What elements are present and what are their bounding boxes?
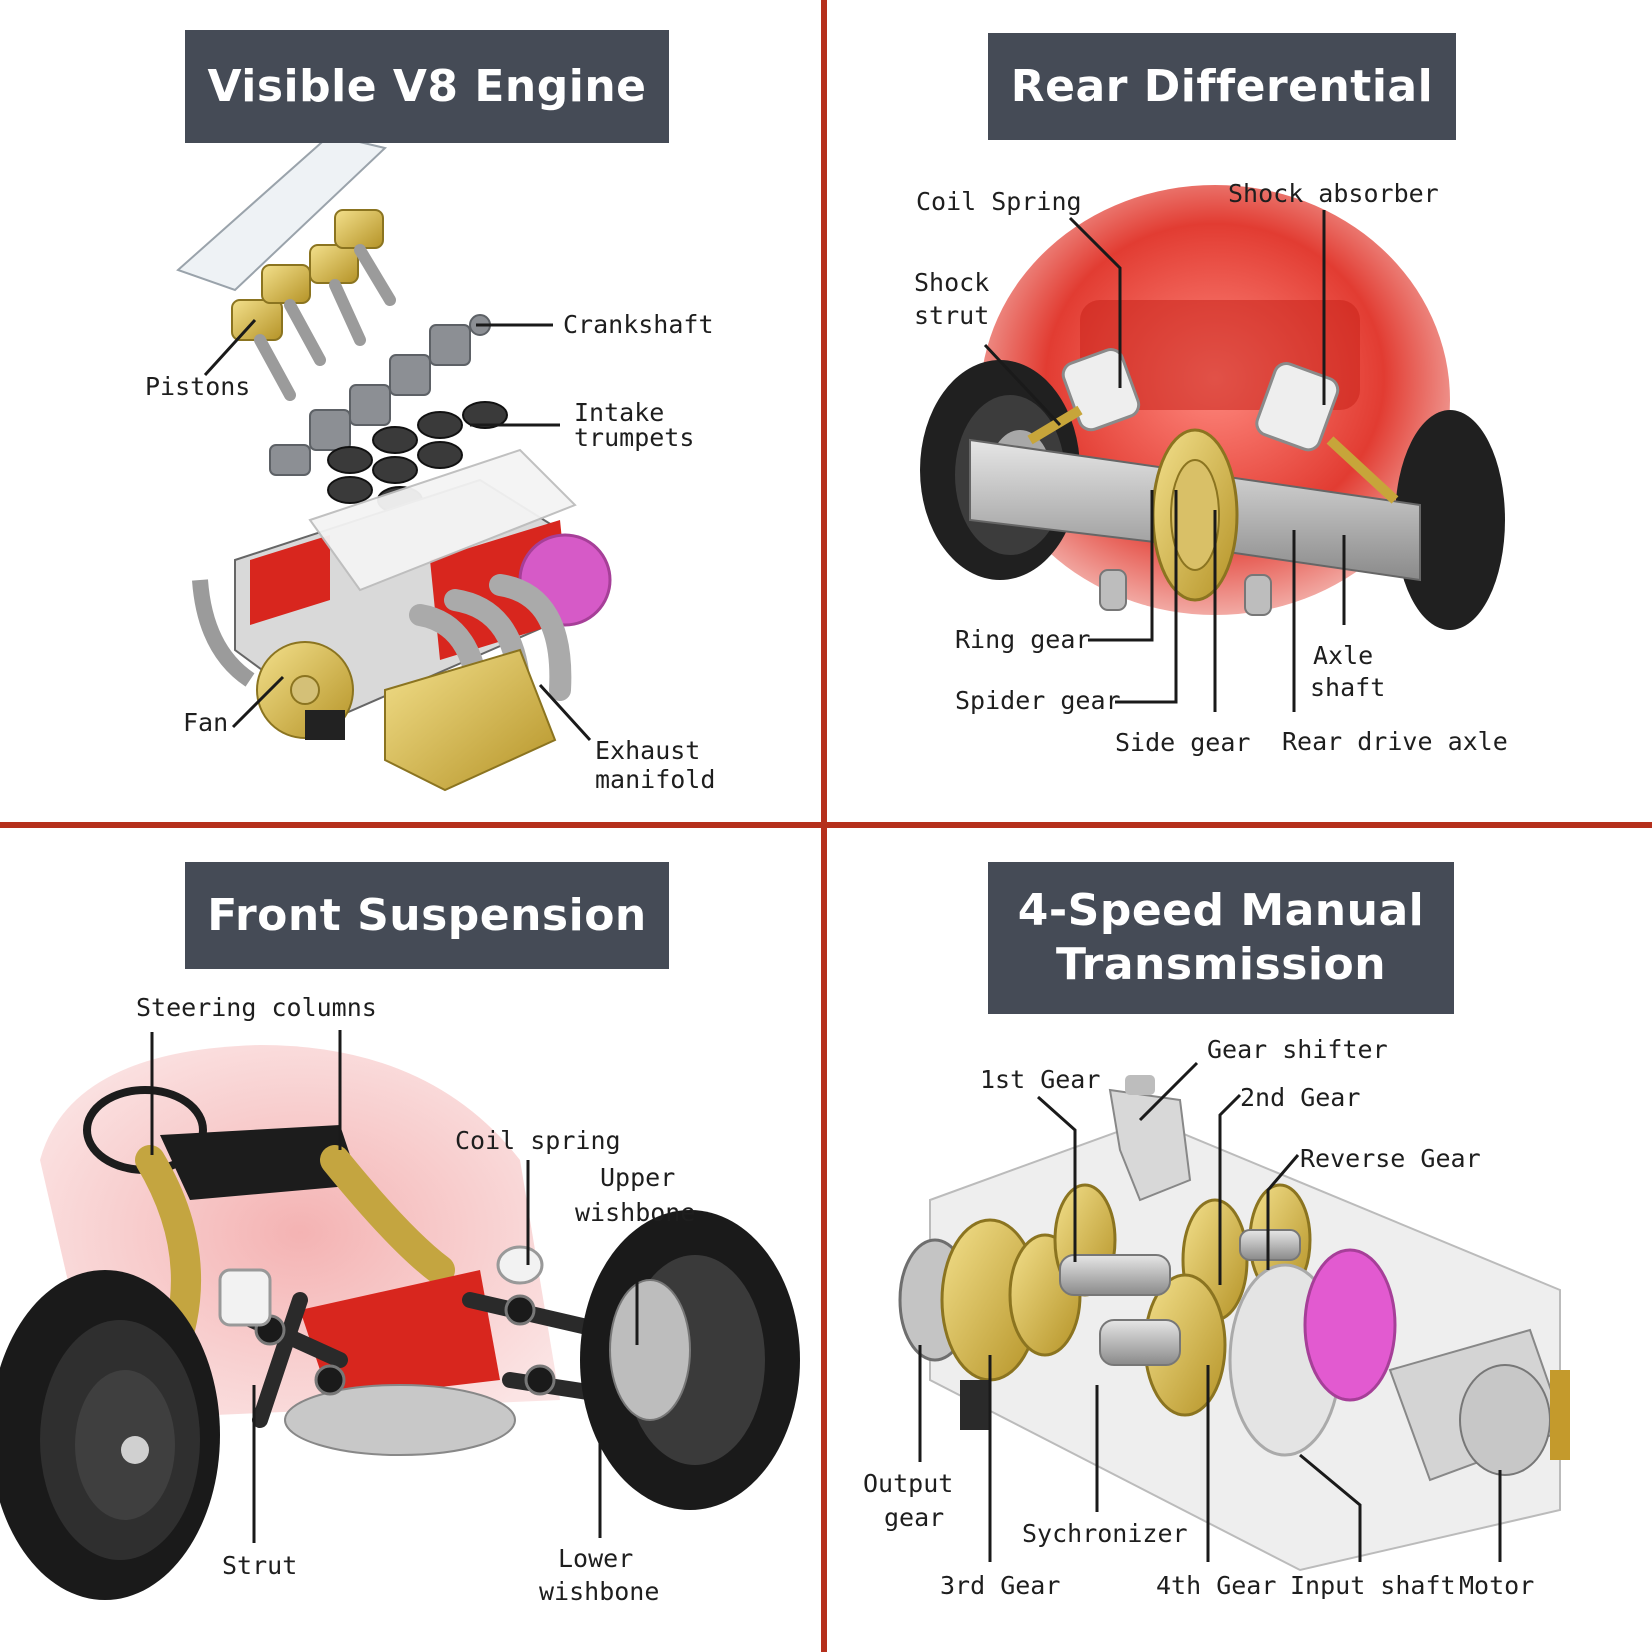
label-second-gear: 2nd Gear <box>1240 1083 1361 1112</box>
label-motor: Motor <box>1459 1571 1535 1600</box>
label-upper-wishbone-line1: Upper <box>600 1163 676 1192</box>
engine-title: Visible V8 Engine <box>185 30 669 143</box>
label-lower-wishbone-line2: wishbone <box>539 1577 660 1606</box>
label-side-gear: Side gear <box>1115 728 1251 757</box>
label-strut: Strut <box>222 1551 298 1580</box>
label-upper-wishbone-line2: wishbone <box>575 1198 696 1227</box>
transmission-title-line1: 4-Speed Manual <box>1017 885 1425 936</box>
suspension-title: Front Suspension <box>185 862 669 969</box>
label-intake-line2: trumpets <box>574 423 695 452</box>
label-spider-gear: Spider gear <box>955 686 1121 715</box>
label-axle-shaft-line1: Axle <box>1313 641 1374 670</box>
transmission-title-line2: Transmission <box>1055 939 1387 990</box>
label-intake-line1: Intake <box>574 398 665 427</box>
label-exhaust-line1: Exhaust <box>595 736 701 765</box>
label-fan: Fan <box>183 708 229 737</box>
label-ring-gear: Ring gear <box>955 625 1091 654</box>
label-third-gear: 3rd Gear <box>940 1571 1061 1600</box>
label-reverse-gear: Reverse Gear <box>1300 1144 1481 1173</box>
transmission-title: 4-Speed Manual Transmission <box>988 862 1454 1014</box>
label-coil-spring-front: Coil spring <box>455 1126 621 1155</box>
v8-engine-illustration <box>176 133 612 792</box>
front-suspension-illustration <box>0 1045 800 1600</box>
horizontal-divider <box>0 822 1652 828</box>
label-rear-drive-axle: Rear drive axle <box>1282 727 1508 756</box>
label-exhaust-line2: manifold <box>595 765 716 794</box>
transmission-illustration <box>898 1075 1570 1572</box>
label-output-gear-line1: Output <box>863 1469 954 1498</box>
label-pistons: Pistons <box>145 372 251 401</box>
label-lower-wishbone-line1: Lower <box>558 1544 634 1573</box>
label-input-shaft: Input shaft <box>1290 1571 1456 1600</box>
rear-differential-illustration <box>920 185 1505 630</box>
label-coil-spring: Coil Spring <box>916 187 1082 216</box>
label-shock-strut-line2: strut <box>914 301 990 330</box>
label-sychronizer: Sychronizer <box>1022 1519 1188 1548</box>
label-output-gear-line2: gear <box>884 1503 945 1532</box>
label-crankshaft: Crankshaft <box>563 310 714 339</box>
label-gear-shifter: Gear shifter <box>1207 1035 1388 1064</box>
label-shock-strut-line1: Shock <box>914 268 990 297</box>
label-steering-columns: Steering columns <box>136 993 377 1022</box>
label-first-gear: 1st Gear <box>980 1065 1101 1094</box>
differential-title: Rear Differential <box>988 33 1456 140</box>
label-shock-absorber: Shock absorber <box>1228 179 1439 208</box>
label-axle-shaft-line2: shaft <box>1310 673 1386 702</box>
label-fourth-gear: 4th Gear <box>1156 1571 1277 1600</box>
leader-lines <box>150 210 1502 1562</box>
